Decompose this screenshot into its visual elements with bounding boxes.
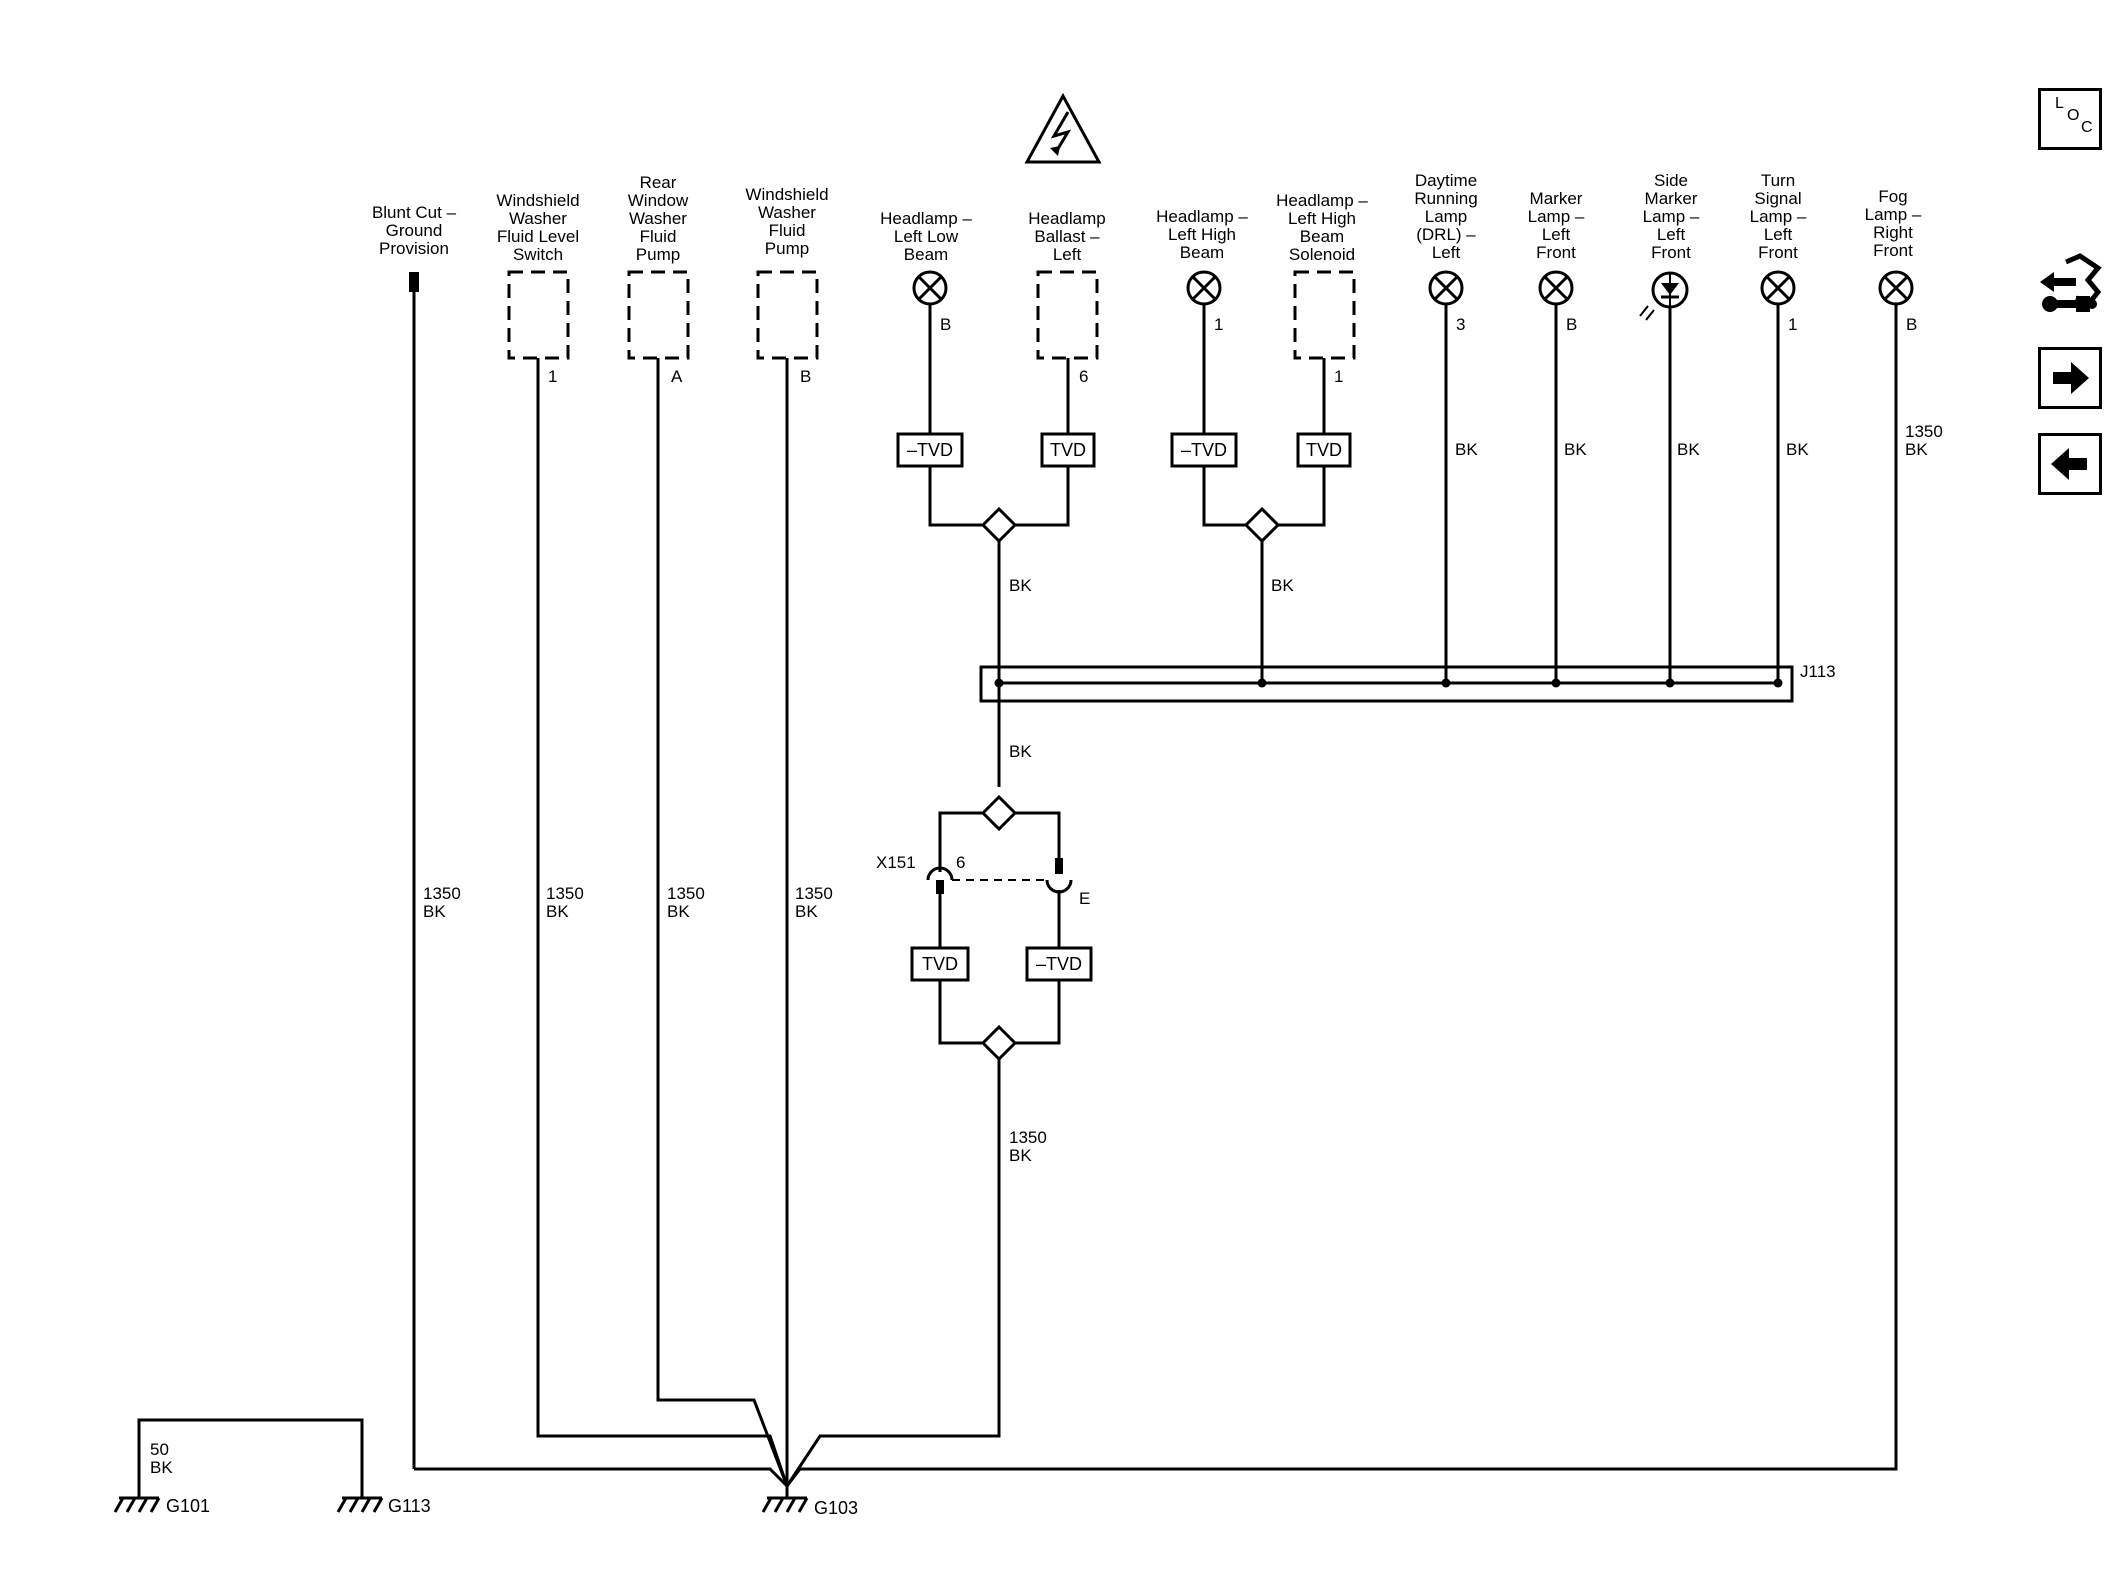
svg-text:TVD: TVD: [1306, 440, 1342, 460]
g113-ground-icon: [336, 1496, 384, 1514]
g113-label: G113: [388, 1496, 431, 1516]
splice-diamonds: [980, 506, 1281, 1062]
svg-text:BK: BK: [1677, 440, 1700, 459]
svg-text:BK: BK: [1564, 440, 1587, 459]
pin-drl: 3: [1456, 315, 1465, 334]
svg-text:1350: 1350: [423, 884, 461, 903]
svg-text:BK: BK: [795, 902, 818, 921]
svg-text:BK: BK: [1009, 1146, 1032, 1165]
turn-lamp-icon: [1760, 270, 1796, 306]
previous-arrow-icon: [2051, 448, 2087, 480]
hl-solenoid-box: [1293, 270, 1356, 360]
svg-text:TVD: TVD: [1050, 440, 1086, 460]
pin-ws-pump: B: [800, 367, 811, 386]
previous-page-button[interactable]: [2038, 433, 2102, 495]
svg-text:BK: BK: [1455, 440, 1478, 459]
side-marker-led-icon: [1639, 271, 1689, 321]
pin-hl-solenoid: 1: [1334, 367, 1343, 386]
pin-hl-ballast: 6: [1079, 367, 1088, 386]
g103-label: G103: [814, 1498, 858, 1518]
pin-rear-pump: A: [671, 367, 683, 386]
x151-connector: [926, 858, 1073, 894]
pin-hl-high: 1: [1214, 315, 1223, 334]
rear-pump-box: [627, 270, 690, 360]
wire-labels: 1350 BK 1350 BK 1350 BK 1350 BK BK BK BK…: [150, 422, 1943, 1477]
x151-label: X151: [876, 853, 916, 872]
svg-text:BK: BK: [150, 1458, 173, 1477]
warning-triangle-icon: [1024, 92, 1102, 164]
loc-button[interactable]: L O C: [2038, 88, 2102, 150]
ws-level-switch-box: [507, 270, 570, 360]
svg-text:50: 50: [150, 1440, 169, 1459]
next-page-button[interactable]: [2038, 347, 2102, 409]
svg-text:1350: 1350: [1905, 422, 1943, 441]
marker-lamp-icon: [1538, 270, 1574, 306]
pin-turn: 1: [1788, 315, 1797, 334]
g103-ground-icon: [761, 1496, 809, 1514]
svg-text:–TVD: –TVD: [1181, 440, 1227, 460]
harness-connector-button[interactable]: [2036, 250, 2106, 330]
pin-hl-low: B: [940, 315, 951, 334]
loc-letter-c: C: [2081, 119, 2093, 136]
pin-fog: B: [1906, 315, 1917, 334]
x151-pin-right: E: [1079, 889, 1090, 908]
svg-text:1350: 1350: [667, 884, 705, 903]
svg-text:BK: BK: [667, 902, 690, 921]
svg-text:1350: 1350: [795, 884, 833, 903]
svg-text:–TVD: –TVD: [1036, 954, 1082, 974]
svg-text:–TVD: –TVD: [907, 440, 953, 460]
ground-strap: [137, 1418, 364, 1498]
loc-letter-l: L: [2055, 95, 2064, 112]
g101-label: G101: [166, 1496, 210, 1516]
next-arrow-icon: [2053, 362, 2089, 394]
hl-high-lamp-icon: [1186, 270, 1222, 306]
tvd-boxes: –TVD TVD –TVD TVD TVD –TVD: [896, 432, 1352, 982]
hl-low-lamp-icon: [912, 270, 948, 306]
harness-connector-icon: [2040, 253, 2102, 312]
x151-pin-left: 6: [956, 853, 965, 872]
svg-text:1350: 1350: [1009, 1128, 1047, 1147]
j113-splice-pack: [979, 665, 1794, 703]
svg-text:BK: BK: [1009, 742, 1032, 761]
pin-marker: B: [1566, 315, 1577, 334]
svg-text:BK: BK: [546, 902, 569, 921]
j113-label: J113: [1800, 662, 1836, 681]
loc-letter-o: O: [2067, 107, 2080, 124]
svg-text:BK: BK: [1905, 440, 1928, 459]
g101-ground-icon: [113, 1496, 161, 1514]
wires: [414, 305, 1898, 1488]
ws-pump-box: [756, 270, 819, 360]
svg-text:TVD: TVD: [922, 954, 958, 974]
blunt-cut-terminal: [409, 272, 419, 292]
hl-ballast-box: [1036, 270, 1099, 360]
svg-text:BK: BK: [423, 902, 446, 921]
svg-text:BK: BK: [1271, 576, 1294, 595]
svg-text:BK: BK: [1786, 440, 1809, 459]
svg-text:BK: BK: [1009, 576, 1032, 595]
pin-ws-level: 1: [548, 367, 557, 386]
fog-lamp-icon: [1878, 270, 1914, 306]
svg-text:1350: 1350: [546, 884, 584, 903]
drl-lamp-icon: [1428, 270, 1464, 306]
